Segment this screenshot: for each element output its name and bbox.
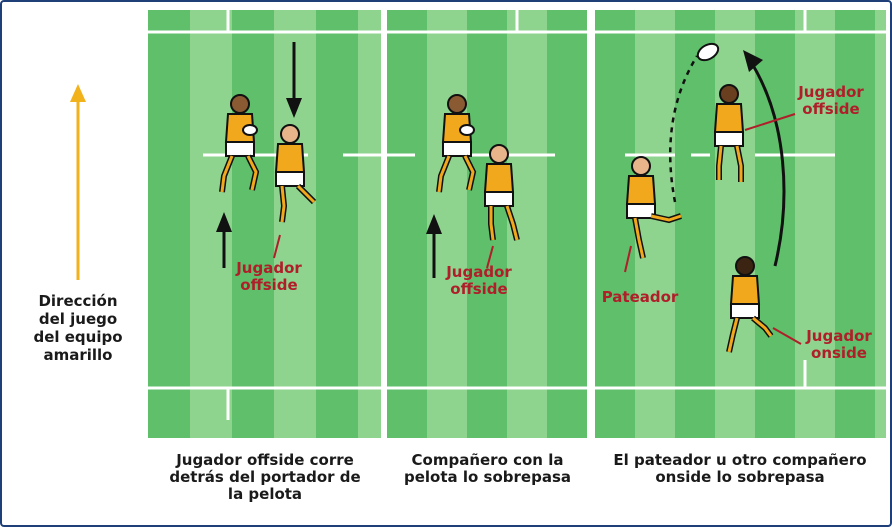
run-arrow-down-icon — [286, 42, 302, 118]
onside-player-icon — [726, 256, 774, 353]
offside-player-icon — [483, 144, 520, 241]
pitch-panel-1 — [148, 10, 381, 438]
onside-run-arrow-icon — [749, 61, 786, 267]
direction-arrow — [70, 84, 86, 280]
ball-carrier-player-icon — [219, 94, 260, 193]
offside-label-2: Jugador offside — [446, 263, 512, 298]
kicker-player-icon — [625, 156, 682, 259]
direction-label: Dirección del juego del equipo amarillo — [33, 292, 123, 364]
run-arrow-up-icon — [426, 214, 442, 278]
pitch-panel-3 — [595, 10, 886, 438]
onside-label: Jugador onside — [806, 327, 872, 362]
pitch-panel-2 — [387, 10, 587, 438]
caption-panel-1: Jugador offside corre detrás del portado… — [169, 451, 361, 503]
ball-carrier-player-icon — [436, 94, 477, 193]
offside-label-1: Jugador offside — [236, 259, 302, 294]
kick-trajectory-line — [668, 55, 699, 203]
run-arrow-up-icon — [216, 212, 232, 268]
caption-panel-3: El pateador u otro compañero onside lo s… — [613, 451, 867, 486]
offside-player-icon — [274, 124, 317, 223]
offside-player-icon — [713, 84, 745, 182]
caption-panel-2: Compañero con la pelota lo sobrepasa — [404, 451, 571, 486]
kicker-label: Pateador — [601, 288, 679, 306]
offside-label-3: Jugador offside — [798, 83, 864, 118]
rugby-ball-icon — [696, 42, 720, 62]
